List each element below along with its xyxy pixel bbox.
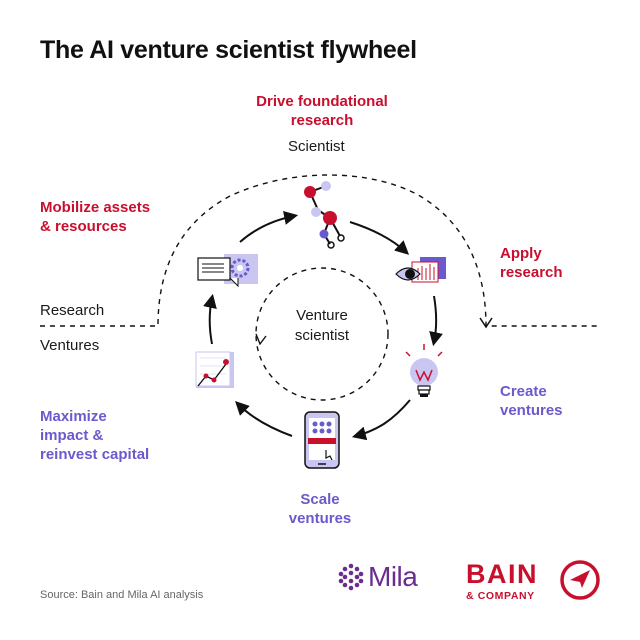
molecule-icon bbox=[304, 181, 345, 249]
arrow-eye-to-bulb bbox=[429, 295, 443, 347]
eye-screen-icon bbox=[395, 257, 446, 283]
source-note: Source: Bain and Mila AI analysis bbox=[40, 589, 204, 601]
growth-chart-icon bbox=[195, 351, 234, 388]
research-ventures-boundary bbox=[40, 174, 600, 327]
step-maximize-impact: Maximize impact & reinvest capital bbox=[40, 408, 150, 463]
step-scale-ventures: Scale ventures bbox=[288, 491, 352, 527]
inner-dashed-circle bbox=[255, 267, 389, 401]
lightbulb-icon bbox=[405, 344, 443, 397]
mila-wordmark: Mila bbox=[368, 561, 418, 592]
center-label: Venture scientist bbox=[294, 307, 350, 344]
bain-wordmark: BAIN bbox=[466, 559, 538, 589]
scientist-label: Scientist bbox=[288, 138, 345, 155]
research-label: Research bbox=[40, 302, 105, 319]
documents-gear-icon bbox=[197, 254, 258, 288]
arrow-docs-to-molecule bbox=[239, 211, 299, 243]
inner-circle-arrow-icon bbox=[255, 333, 267, 346]
bain-logo: BAIN & COMPANY bbox=[466, 560, 538, 602]
boundary-arrow-icon bbox=[479, 317, 493, 329]
mila-dots-icon bbox=[338, 563, 364, 591]
arrow-chart-to-docs bbox=[203, 293, 217, 345]
step-create-ventures: Create ventures bbox=[500, 383, 563, 419]
page-title: The AI venture scientist flywheel bbox=[40, 36, 417, 64]
step-drive-research: Drive foundational research bbox=[256, 93, 388, 129]
step-mobilize-assets: Mobilize assets & resources bbox=[40, 199, 151, 235]
arrow-bulb-to-phone bbox=[351, 399, 411, 441]
step-apply-research: Apply research bbox=[500, 245, 563, 281]
arrow-molecule-to-eye bbox=[349, 221, 410, 255]
arrow-phone-to-chart bbox=[235, 401, 293, 437]
ventures-label: Ventures bbox=[40, 337, 100, 354]
phone-app-icon bbox=[304, 411, 340, 469]
bain-subtitle: & COMPANY bbox=[466, 590, 535, 602]
bain-compass-icon bbox=[560, 560, 600, 600]
mila-logo: Mila bbox=[336, 561, 418, 593]
